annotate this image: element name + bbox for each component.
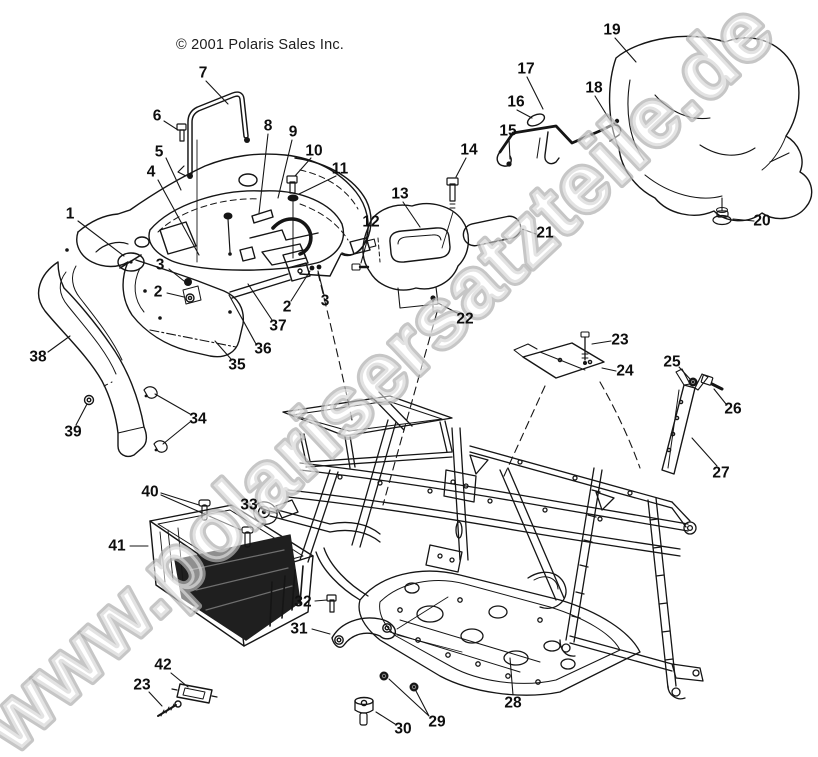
callout-17: 17 xyxy=(517,60,535,78)
callout-31: 31 xyxy=(290,620,308,638)
callout-3: 3 xyxy=(320,292,330,310)
callout-16: 16 xyxy=(507,93,525,111)
callout-15: 15 xyxy=(499,122,517,140)
callout-10: 10 xyxy=(305,142,323,160)
callout-20: 20 xyxy=(753,212,771,230)
callout-28: 28 xyxy=(504,694,522,712)
callout-34: 34 xyxy=(189,410,207,428)
callout-4: 4 xyxy=(146,163,156,181)
callout-30: 30 xyxy=(394,720,412,738)
support-brace xyxy=(661,368,724,475)
callout-35: 35 xyxy=(228,356,246,374)
callout-33: 33 xyxy=(240,496,258,514)
callout-1: 1 xyxy=(65,205,75,223)
callout-21: 21 xyxy=(536,224,554,242)
callout-32: 32 xyxy=(294,593,312,611)
guard-tube xyxy=(37,241,168,458)
leader-lines xyxy=(47,37,755,725)
callout-5: 5 xyxy=(154,143,164,161)
callout-23: 23 xyxy=(611,331,629,349)
callout-38: 38 xyxy=(29,348,47,366)
callout-26: 26 xyxy=(724,400,742,418)
callout-2: 2 xyxy=(153,283,163,301)
mud-plate xyxy=(513,331,605,379)
grab-handle xyxy=(326,594,463,653)
callout-8: 8 xyxy=(263,117,273,135)
callout-24: 24 xyxy=(616,362,634,380)
callout-27: 27 xyxy=(712,464,730,482)
callout-18: 18 xyxy=(585,79,603,97)
callout-37: 37 xyxy=(269,317,287,335)
callout-42: 42 xyxy=(154,656,172,674)
callout-39: 39 xyxy=(64,423,82,441)
callout-23: 23 xyxy=(133,676,151,694)
lower-fasteners xyxy=(157,671,419,726)
callout-14: 14 xyxy=(460,141,478,159)
callout-12: 12 xyxy=(362,213,380,231)
callout-41: 41 xyxy=(108,537,126,555)
callout-11: 11 xyxy=(331,160,349,178)
callout-19: 19 xyxy=(603,21,621,39)
storage-box xyxy=(149,499,314,647)
rack-rail xyxy=(176,91,250,263)
callout-6: 6 xyxy=(152,107,162,125)
callout-9: 9 xyxy=(288,123,298,141)
seat xyxy=(608,35,813,222)
callout-36: 36 xyxy=(254,340,272,358)
callout-3: 3 xyxy=(155,256,165,274)
callout-25: 25 xyxy=(663,353,681,371)
callout-2: 2 xyxy=(282,298,292,316)
callout-13: 13 xyxy=(391,185,409,203)
callout-7: 7 xyxy=(198,64,208,82)
callout-40: 40 xyxy=(141,483,159,501)
taillight-assembly xyxy=(351,177,522,312)
callout-22: 22 xyxy=(456,310,474,328)
rear-fender-assembly xyxy=(65,153,377,358)
seat-bumper xyxy=(712,197,732,226)
callout-29: 29 xyxy=(428,713,446,731)
latch-linkage xyxy=(496,113,622,167)
copyright-text: © 2001 Polaris Sales Inc. xyxy=(176,37,345,53)
